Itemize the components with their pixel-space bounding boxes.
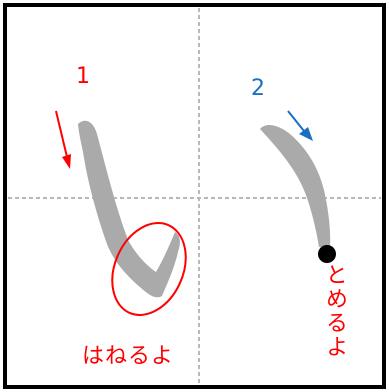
- stop-dot-icon: [318, 245, 336, 263]
- second-brush-stroke: [260, 124, 331, 247]
- hane-note: はねるよ: [82, 344, 175, 369]
- second-stroke-arrow-line: [287, 110, 305, 132]
- tome-note: とめるよ: [322, 263, 347, 359]
- hane-highlight-circle: [111, 222, 187, 316]
- arrow-down-right-icon: [299, 127, 313, 141]
- first-stroke-arrow-line: [55, 110, 68, 158]
- arrow-down-icon: [62, 154, 71, 169]
- stroke-number-2: 2: [251, 76, 265, 101]
- stroke-number-1: 1: [76, 64, 90, 89]
- first-brush-stroke: [78, 120, 180, 298]
